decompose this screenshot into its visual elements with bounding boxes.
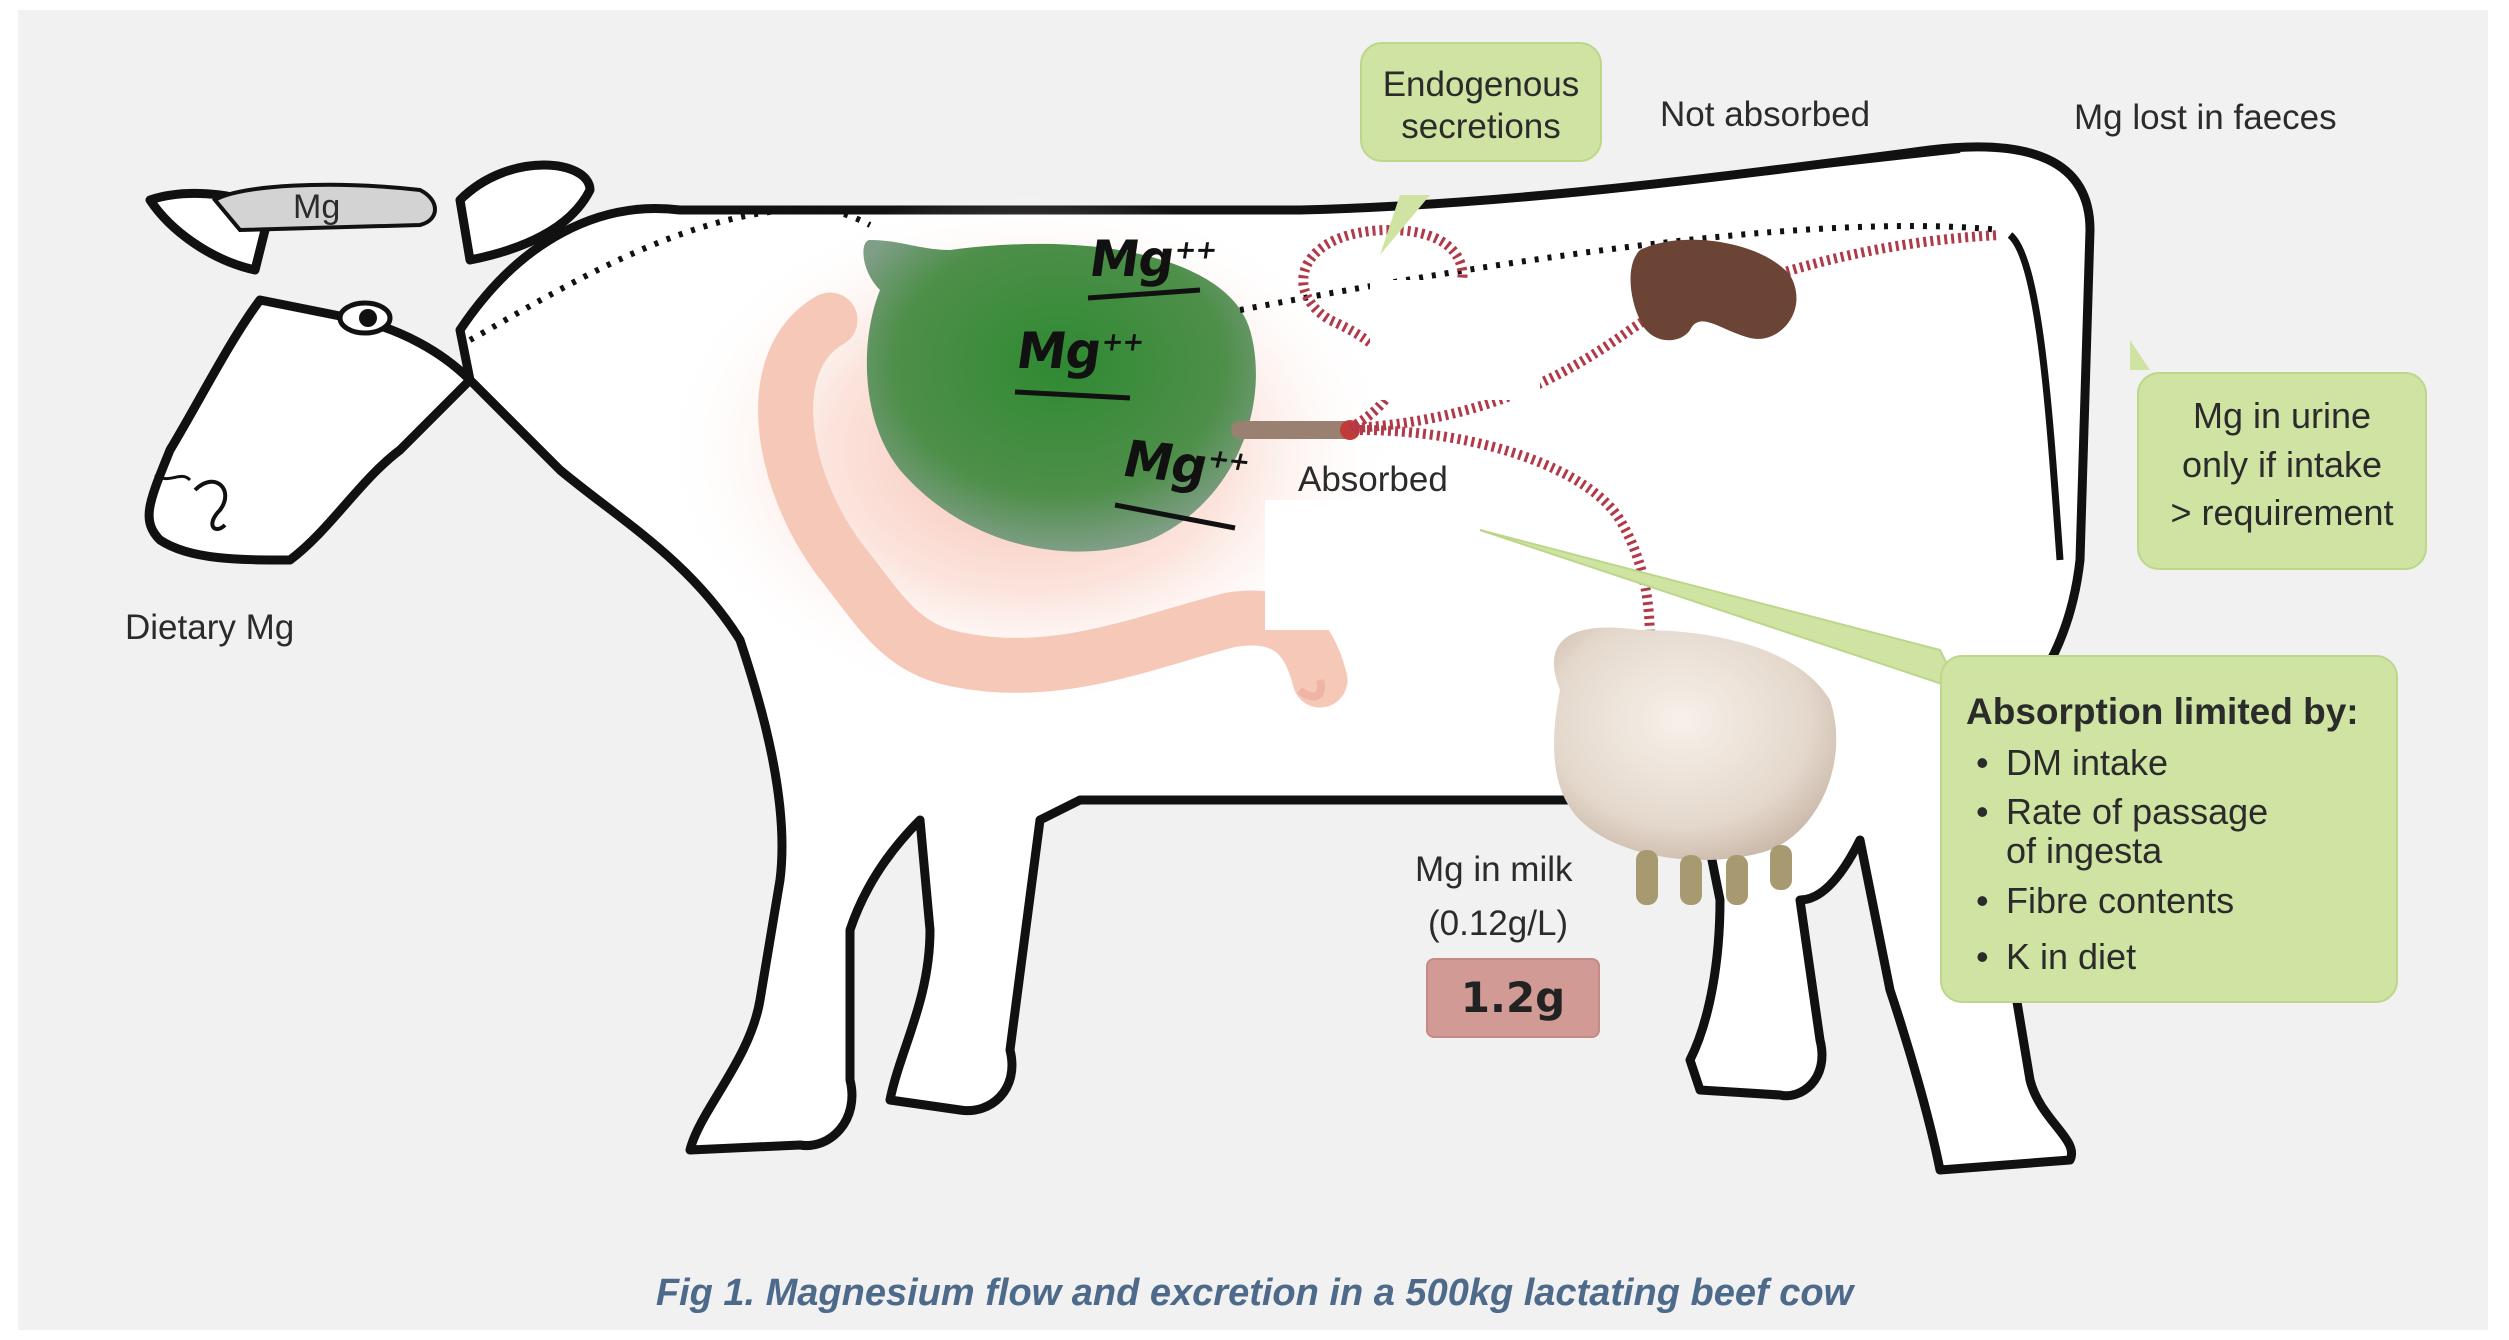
absorption-limits-callout: Absorption limited by: DM intake Rate of… [1940,655,2398,1003]
limit-item: DM intake [1966,739,2378,788]
absorption-heading: Absorption limited by: [1966,687,2378,737]
mg-lost-in-faeces-label: Mg lost in faeces [2074,98,2337,138]
urine-line-2: only if intake [2139,441,2425,490]
head-mg-label: Mg [293,188,340,227]
rumen-ion-1: Mg++ [1086,230,1219,288]
milk-concentration-label: (0.12g/L) [1428,904,1568,944]
limit-item: Rate of passage of ingesta [1966,792,2286,871]
rumen-ion-2: Mg++ [1013,322,1146,380]
mg-in-milk-label: Mg in milk [1415,850,1573,890]
dietary-mg-label: Dietary Mg [125,608,294,648]
figure-caption: Fig 1. Magnesium flow and excretion in a… [0,1272,2509,1315]
urine-callout: Mg in urine only if intake > requirement [2137,372,2427,570]
absorbed-label: Absorbed [1298,460,1448,500]
urine-line-3: > requirement [2139,489,2425,538]
urine-pointer [2130,340,2150,370]
absorption-limit-list: DM intake Rate of passage of ingesta Fib… [1966,739,2378,982]
urine-line-1: Mg in urine [2139,392,2425,441]
not-absorbed-label: Not absorbed [1660,95,1870,135]
milk-amount-badge: 1.2g [1426,958,1600,1038]
endogenous-secretions-callout: Endogenous secretions [1360,42,1602,162]
limit-item: K in diet [1966,933,2378,982]
limit-item: Fibre contents [1966,877,2378,926]
